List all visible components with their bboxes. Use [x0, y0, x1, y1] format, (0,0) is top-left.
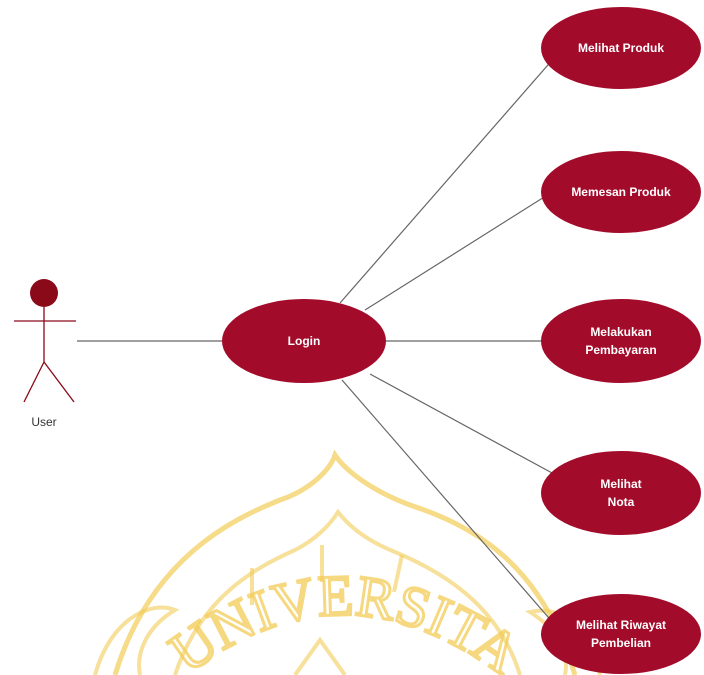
usecase-melihat-nota-label-2: Nota	[608, 495, 635, 509]
usecase-melakukan-pembayaran[interactable]: Melakukan Pembayaran	[541, 299, 701, 383]
actor-right-leg	[43, 361, 75, 403]
connector-login-memesan-produk	[364, 181, 569, 311]
connector-login-riwayat	[341, 379, 569, 641]
actor-label: User	[31, 415, 56, 429]
actor-head	[30, 279, 58, 307]
usecase-melihat-riwayat-pembelian-shape	[541, 594, 701, 674]
watermark-inner-arch	[173, 508, 522, 675]
usecase-login[interactable]: Login	[222, 299, 386, 383]
usecase-melakukan-pembayaran-label-2: Pembayaran	[585, 343, 656, 357]
usecase-melihat-nota-label-1: Melihat	[600, 477, 641, 491]
watermark-text: UNIVERSITA	[158, 563, 532, 675]
usecase-melakukan-pembayaran-shape	[541, 299, 701, 383]
watermark-petal-left	[93, 605, 180, 675]
watermark-stroke-right	[392, 554, 404, 593]
usecase-memesan-produk[interactable]: Memesan Produk	[541, 151, 701, 233]
usecase-login-shape	[222, 299, 386, 383]
usecase-memesan-produk-shape	[541, 151, 701, 233]
usecase-login-label: Login	[288, 334, 321, 348]
usecase-melihat-nota[interactable]: Melihat Nota	[541, 451, 701, 535]
actor-left-leg	[23, 361, 45, 403]
usecase-melihat-produk-shape	[541, 7, 701, 89]
usecase-melakukan-pembayaran-label-1: Melakukan	[590, 325, 651, 339]
watermark-outer-arch	[112, 449, 578, 675]
connectors	[77, 41, 569, 641]
usecase-melihat-riwayat-pembelian-label-2: Pembelian	[591, 636, 651, 650]
user-actor[interactable]: User	[14, 279, 76, 429]
usecase-melihat-produk[interactable]: Melihat Produk	[541, 7, 701, 89]
usecase-melihat-riwayat-pembelian-label-1: Melihat Riwayat	[576, 618, 666, 632]
usecase-melihat-riwayat-pembelian[interactable]: Melihat Riwayat Pembelian	[541, 594, 701, 674]
connector-login-nota	[369, 373, 566, 481]
connector-login-melihat-produk	[339, 41, 569, 304]
watermark-center-spire	[293, 636, 347, 675]
usecase-memesan-produk-label: Memesan Produk	[571, 185, 671, 199]
usecase-melihat-nota-shape	[541, 451, 701, 535]
usecase-melihat-produk-label: Melihat Produk	[578, 41, 664, 55]
university-watermark: UNIVERSITA	[93, 449, 602, 675]
